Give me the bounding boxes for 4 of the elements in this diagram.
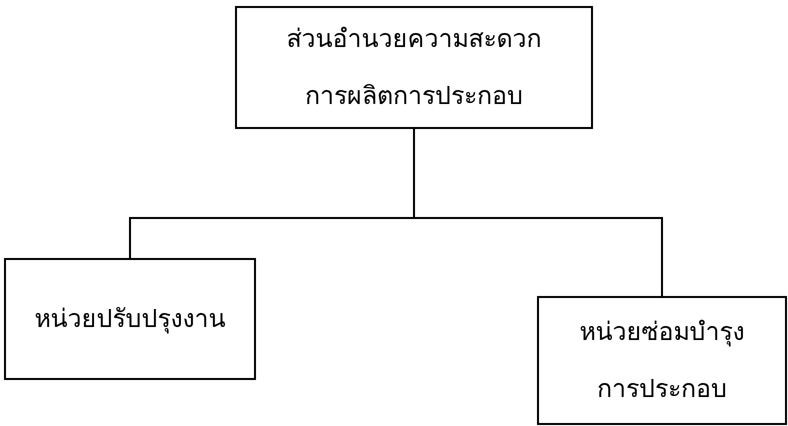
org-box: หน่วยปรับปรุงงาน (4, 258, 256, 380)
org-box: ส่วนอำนวยความสะดวก การผลิตการประกอบ (235, 6, 593, 129)
org-box: หน่วยซ่อมบำรุง การประกอบ (537, 296, 787, 425)
connector-line (413, 129, 663, 296)
